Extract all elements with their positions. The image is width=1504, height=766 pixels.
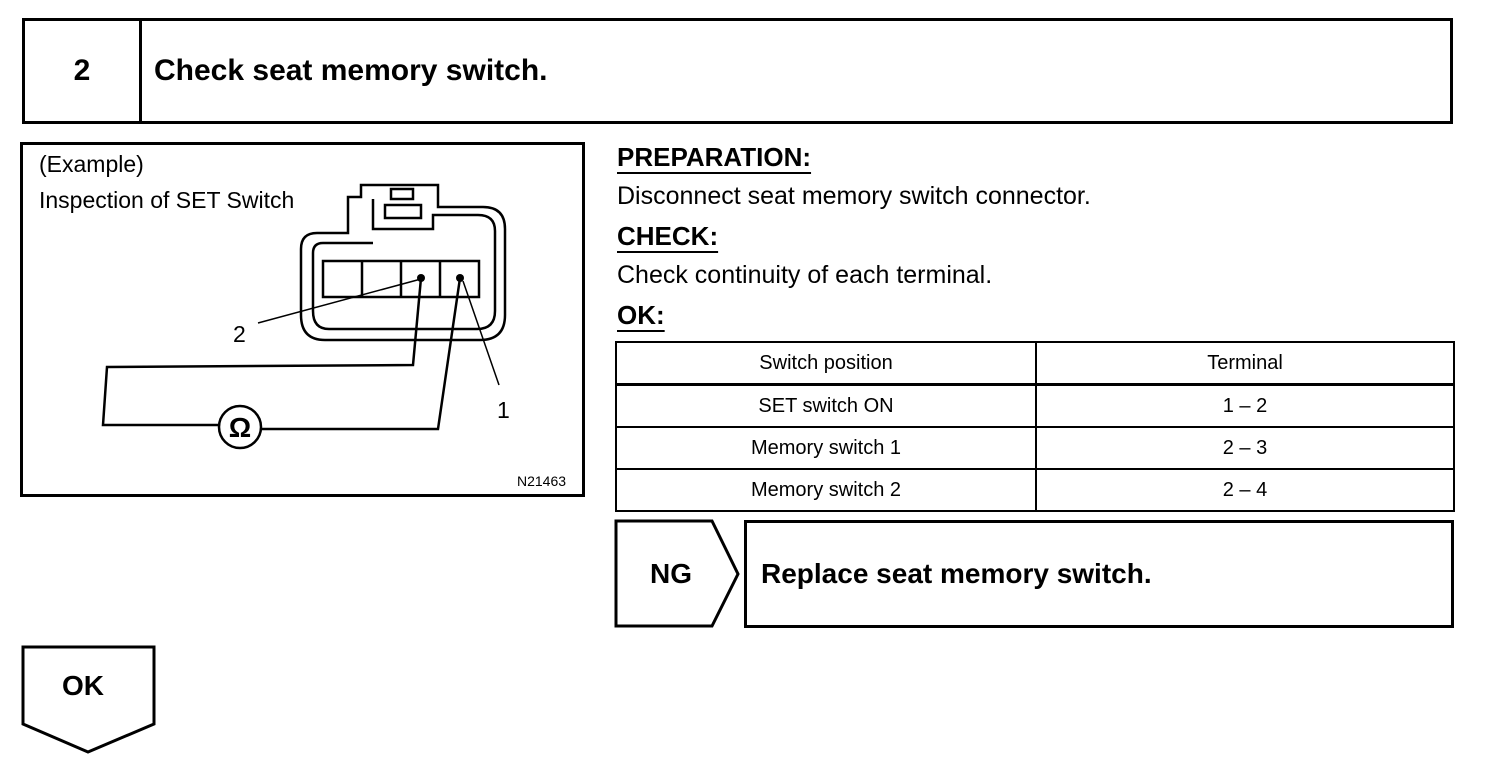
table-header-row: Switch position Terminal — [615, 341, 1455, 386]
terminal-label-2: 2 — [233, 321, 246, 347]
ng-action-box: Replace seat memory switch. — [744, 520, 1454, 628]
preparation-heading: PREPARATION: — [617, 142, 812, 172]
column-header-switch-position: Switch position — [615, 341, 1037, 386]
table-cell: 1 – 2 — [1035, 383, 1455, 428]
terminal-label-1: 1 — [497, 397, 510, 423]
ng-action-text: Replace seat memory switch. — [761, 558, 1152, 589]
table-cell: 2 – 4 — [1035, 468, 1455, 512]
step-title: Check seat memory switch. — [154, 54, 548, 87]
ng-arrow-shape — [614, 519, 740, 628]
figure-caption-title: Inspection of SET Switch — [39, 187, 295, 213]
check-text: Check continuity of each terminal. — [617, 261, 993, 289]
step-header: 2 Check seat memory switch. — [22, 18, 1453, 124]
column-header-terminal: Terminal — [1035, 341, 1455, 386]
table-row: Memory switch 2 2 – 4 — [615, 468, 1455, 512]
ohmmeter-symbol: Ω — [229, 412, 251, 443]
inspection-figure: Ω (Example) Inspection of SET Switch 2 1… — [20, 142, 585, 497]
ok-spec-heading: OK: — [617, 300, 665, 330]
check-heading: CHECK: — [617, 221, 719, 251]
table-row: Memory switch 1 2 – 3 — [615, 426, 1455, 470]
preparation-text: Disconnect seat memory switch connector. — [617, 182, 1091, 210]
continuity-table: Switch position Terminal SET switch ON 1… — [615, 341, 1455, 512]
ng-label: NG — [650, 558, 692, 589]
table-cell: SET switch ON — [615, 383, 1037, 428]
figure-caption-example: (Example) — [39, 151, 144, 177]
step-number: 2 — [25, 21, 142, 121]
table-cell: Memory switch 1 — [615, 426, 1037, 470]
figure-code: N21463 — [517, 473, 567, 489]
ok-label: OK — [62, 670, 104, 701]
ok-arrow-shape — [21, 645, 156, 754]
connector-diagram: Ω — [101, 183, 507, 450]
table-cell: Memory switch 2 — [615, 468, 1037, 512]
table-cell: 2 – 3 — [1035, 426, 1455, 470]
table-row: SET switch ON 1 – 2 — [615, 383, 1455, 428]
